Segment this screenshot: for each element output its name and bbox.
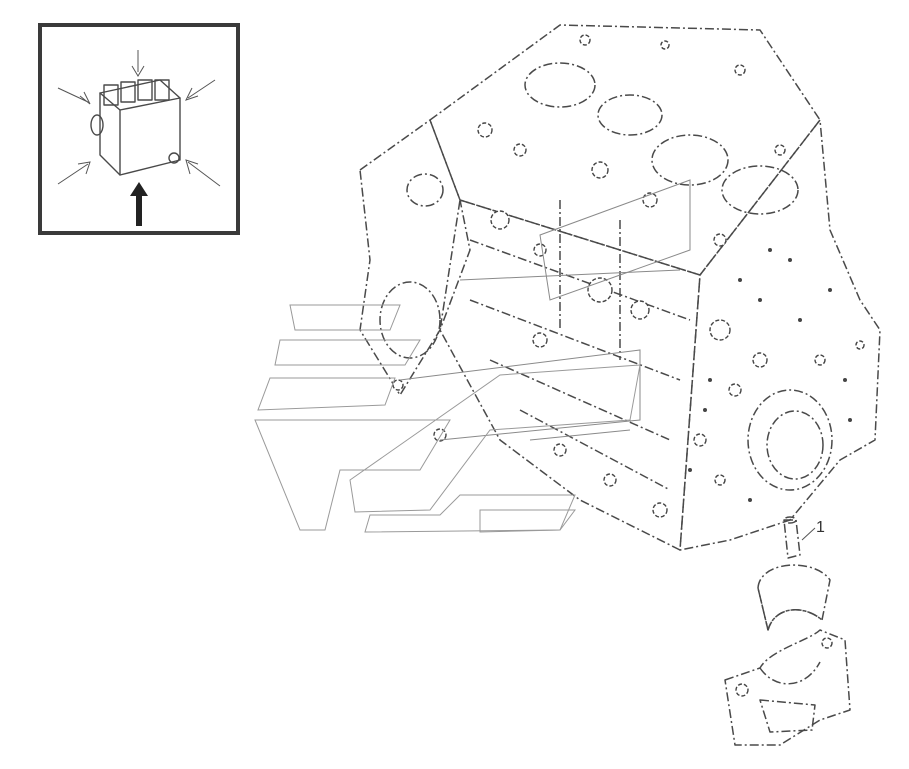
inset-direction-arrows [57, 50, 221, 226]
arrow-diag-icon [57, 87, 91, 105]
arrow-diag-icon [57, 161, 91, 185]
arrow-diag-icon [185, 159, 221, 187]
arrow-down-icon [131, 50, 145, 77]
inset-engine-block [90, 79, 181, 176]
engine-block [359, 24, 881, 551]
block-dots [688, 248, 852, 502]
callout-label-1: 1 [816, 519, 825, 536]
main-bearing-cap [724, 629, 851, 746]
bearing-shell [757, 564, 831, 631]
arrow-up-bold-icon [130, 182, 148, 226]
logo-watermark [254, 304, 641, 533]
block-holes [392, 34, 865, 518]
part-1-dowel: 1 [783, 516, 825, 559]
arrow-diag-icon [185, 79, 216, 101]
orientation-inset [38, 23, 240, 235]
